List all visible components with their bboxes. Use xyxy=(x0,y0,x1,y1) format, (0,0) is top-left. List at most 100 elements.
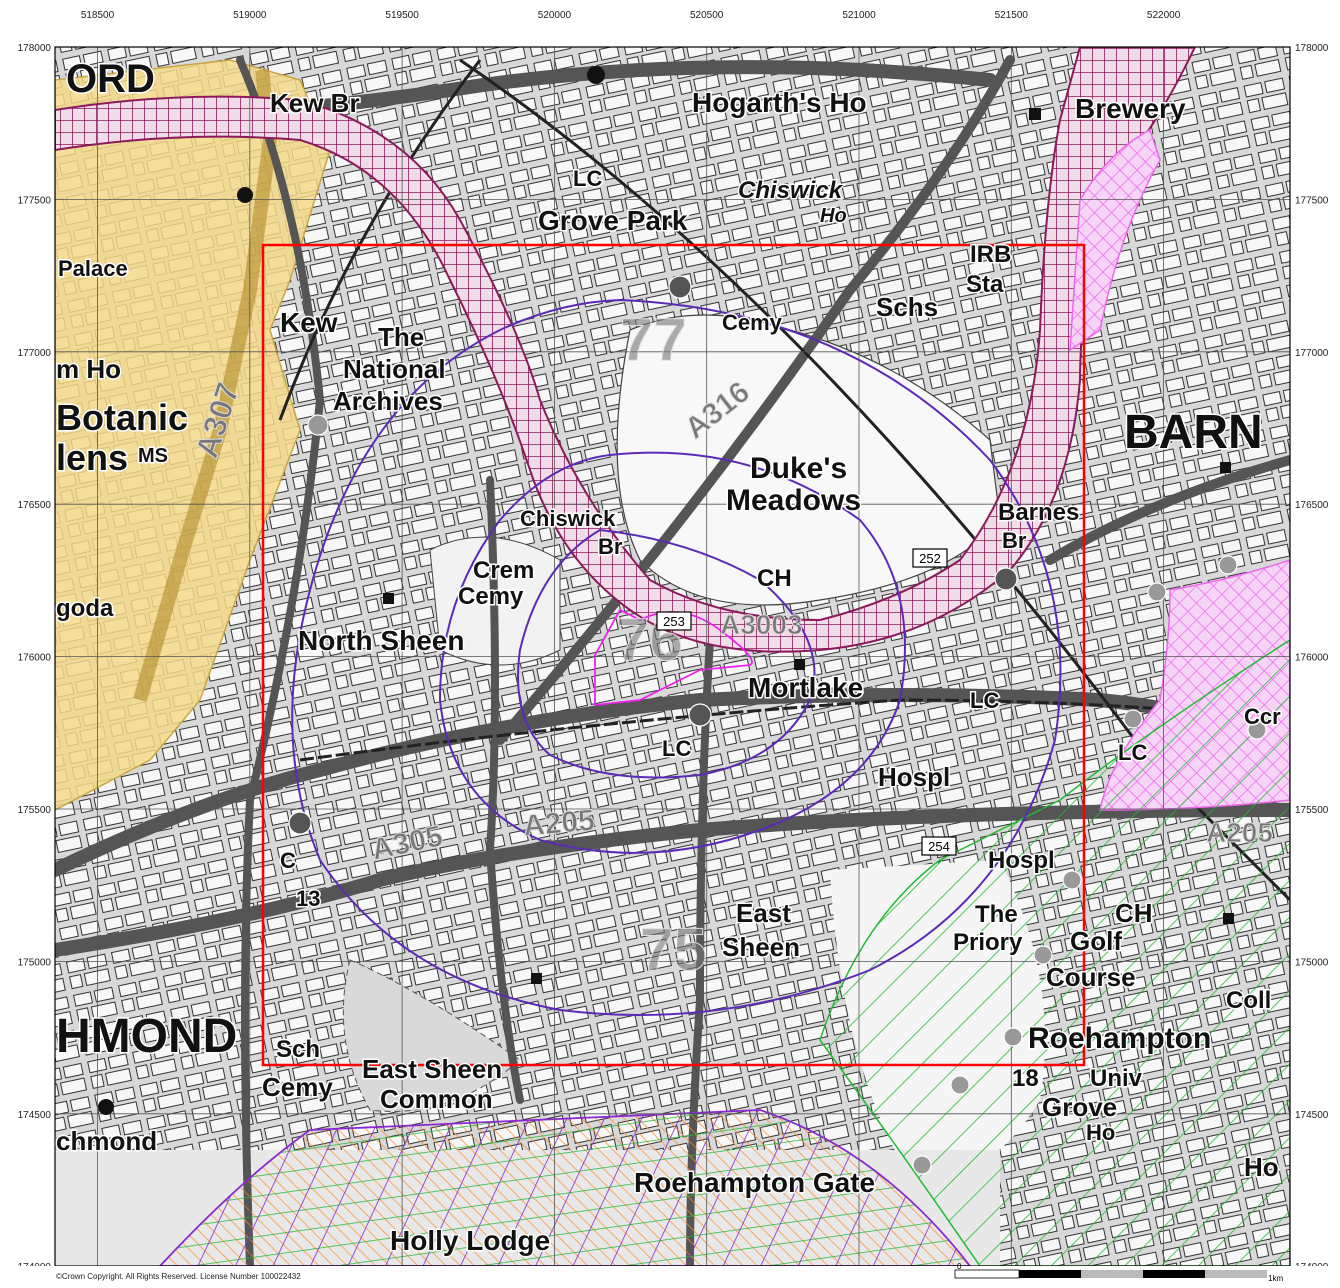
northing-tick-label-right: 176500 xyxy=(1295,500,1329,511)
label-schs: Schs xyxy=(876,292,938,322)
label-ms: MS xyxy=(138,445,168,467)
label-roehampton-gate: Roehampton Gate xyxy=(634,1167,875,1198)
northing-tick-label-left: 175000 xyxy=(18,957,52,968)
label-botanic: Botanic xyxy=(56,397,188,438)
northing-tick-label-right: 177000 xyxy=(1295,348,1329,359)
label-chiswick-bridge-1: Chiswick xyxy=(520,506,616,531)
label-cemy-crem: Cemy xyxy=(458,583,524,610)
label-a205-east: A205 xyxy=(1206,817,1273,848)
label-palace: Palace xyxy=(58,256,128,281)
label-sheen: Sheen xyxy=(722,932,800,962)
label-ch-meadows: CH xyxy=(757,565,792,592)
label-grove-ho: Ho xyxy=(1086,1120,1115,1145)
label-holly-lodge: Holly Lodge xyxy=(390,1225,550,1256)
label-richmond: HMOND xyxy=(56,1010,237,1063)
scale-end-label: 1km xyxy=(1268,1274,1283,1283)
label-76: 76 xyxy=(616,606,683,673)
station-markers xyxy=(288,275,1267,1175)
label-lc-east: LC xyxy=(970,688,999,713)
label-c: C xyxy=(280,848,296,873)
northing-tick-label-left: 174500 xyxy=(18,1110,52,1121)
label-univ: Univ xyxy=(1090,1065,1143,1092)
buffer-ring-outer xyxy=(291,298,1062,1016)
label-crem: Crem xyxy=(473,557,534,584)
northing-tick-label-left: 176000 xyxy=(18,653,52,664)
label-chiswick-house: Chiswick xyxy=(738,177,844,204)
label-lc-north: LC xyxy=(573,166,602,191)
northing-tick-label-left: 177500 xyxy=(18,195,52,206)
label-irb: IRB xyxy=(970,241,1011,268)
label-sch: Sch xyxy=(276,1036,320,1063)
northing-tick-label-left: 175500 xyxy=(18,805,52,816)
site-number-boxes: 252 253 254 xyxy=(656,548,957,856)
label-cemy-north: Cemy xyxy=(722,310,783,335)
label-grove-park: Grove Park xyxy=(538,205,688,236)
label-east-sheen: East Sheen xyxy=(362,1054,502,1084)
site-number-252: 252 xyxy=(919,551,941,566)
northing-tick-label-right: 177500 xyxy=(1295,195,1329,206)
label-national: National xyxy=(343,354,446,384)
label-golf: Golf xyxy=(1070,926,1122,956)
study-area-boundary xyxy=(261,243,1086,1067)
northing-tick-label-right: 175500 xyxy=(1295,805,1329,816)
easting-tick-label: 520000 xyxy=(538,10,572,21)
label-course: Course xyxy=(1046,962,1136,992)
label-chiswick-bridge-2: Br xyxy=(598,534,623,559)
northing-tick-label-right: 175000 xyxy=(1295,957,1329,968)
easting-tick-label: 519500 xyxy=(385,10,419,21)
northing-tick-label-left: 177000 xyxy=(18,348,52,359)
label-barnes-bridge: Barnes xyxy=(998,499,1079,526)
easting-tick-label: 518500 xyxy=(81,10,115,21)
label-the-priory: The xyxy=(975,901,1018,928)
label-the: The xyxy=(378,322,424,352)
easting-tick-label: 521500 xyxy=(995,10,1029,21)
river-thames-hatched-area xyxy=(55,47,1197,653)
label-archives: Archives xyxy=(333,386,443,416)
label-hospl-2: Hospl xyxy=(988,847,1055,874)
site-number-253: 253 xyxy=(663,614,685,629)
label-mortlake: Mortlake xyxy=(748,672,863,703)
label-hospl-1: Hospl xyxy=(878,762,950,792)
label-priory: Priory xyxy=(953,929,1023,956)
label-lc-far-east: LC xyxy=(1118,740,1147,765)
easting-tick-label: 521000 xyxy=(842,10,876,21)
label-kew-br: Kew Br xyxy=(270,88,360,118)
east-sheen-common-space xyxy=(342,959,521,1112)
label-cemy-south: Cemy xyxy=(262,1072,333,1102)
label-a205: A205 xyxy=(522,804,596,843)
label-a3003: A3003 xyxy=(720,609,803,640)
label-77: 77 xyxy=(620,306,687,373)
buffer-ring-middle xyxy=(438,451,906,854)
northing-tick-label-left: 178000 xyxy=(18,43,52,54)
svg-text:0: 0 xyxy=(957,1262,962,1271)
easting-tick-label: 520500 xyxy=(690,10,724,21)
label-roehampton: Roehampton xyxy=(1028,1022,1211,1055)
green-hatched-area xyxy=(819,639,1290,1266)
label-grove: Grove xyxy=(1042,1092,1117,1122)
label-m-ho: m Ho xyxy=(56,354,121,384)
label-coll: Coll xyxy=(1226,987,1271,1014)
site-number-254: 254 xyxy=(928,839,950,854)
label-dukes: Duke's xyxy=(750,452,847,485)
label-chiswick-ho: Ho xyxy=(820,205,847,227)
label-75: 75 xyxy=(640,916,707,983)
northing-tick-label-left: 176500 xyxy=(18,500,52,511)
label-18: 18 xyxy=(1012,1065,1039,1092)
label-north-sheen: North Sheen xyxy=(298,625,464,656)
copyright-notice: ©Crown Copyright. All Rights Reserved. L… xyxy=(56,1272,301,1281)
label-ho-east: Ho xyxy=(1244,1152,1279,1182)
buffer-ring-inner xyxy=(517,528,816,779)
northing-tick-label-right: 174500 xyxy=(1295,1110,1329,1121)
label-brewery: Brewery xyxy=(1075,93,1186,124)
northing-tick-label-right: 178000 xyxy=(1295,43,1329,54)
buffer-rings xyxy=(291,298,1062,1016)
label-meadows: Meadows xyxy=(726,484,861,517)
pink-hatched-area-north xyxy=(1069,128,1161,352)
label-ch-east: CH xyxy=(1115,898,1153,928)
label-gardens: lens xyxy=(56,437,128,478)
label-east: East xyxy=(736,898,791,928)
label-chmond: chmond xyxy=(56,1126,157,1156)
label-ord: ORD xyxy=(66,57,155,101)
